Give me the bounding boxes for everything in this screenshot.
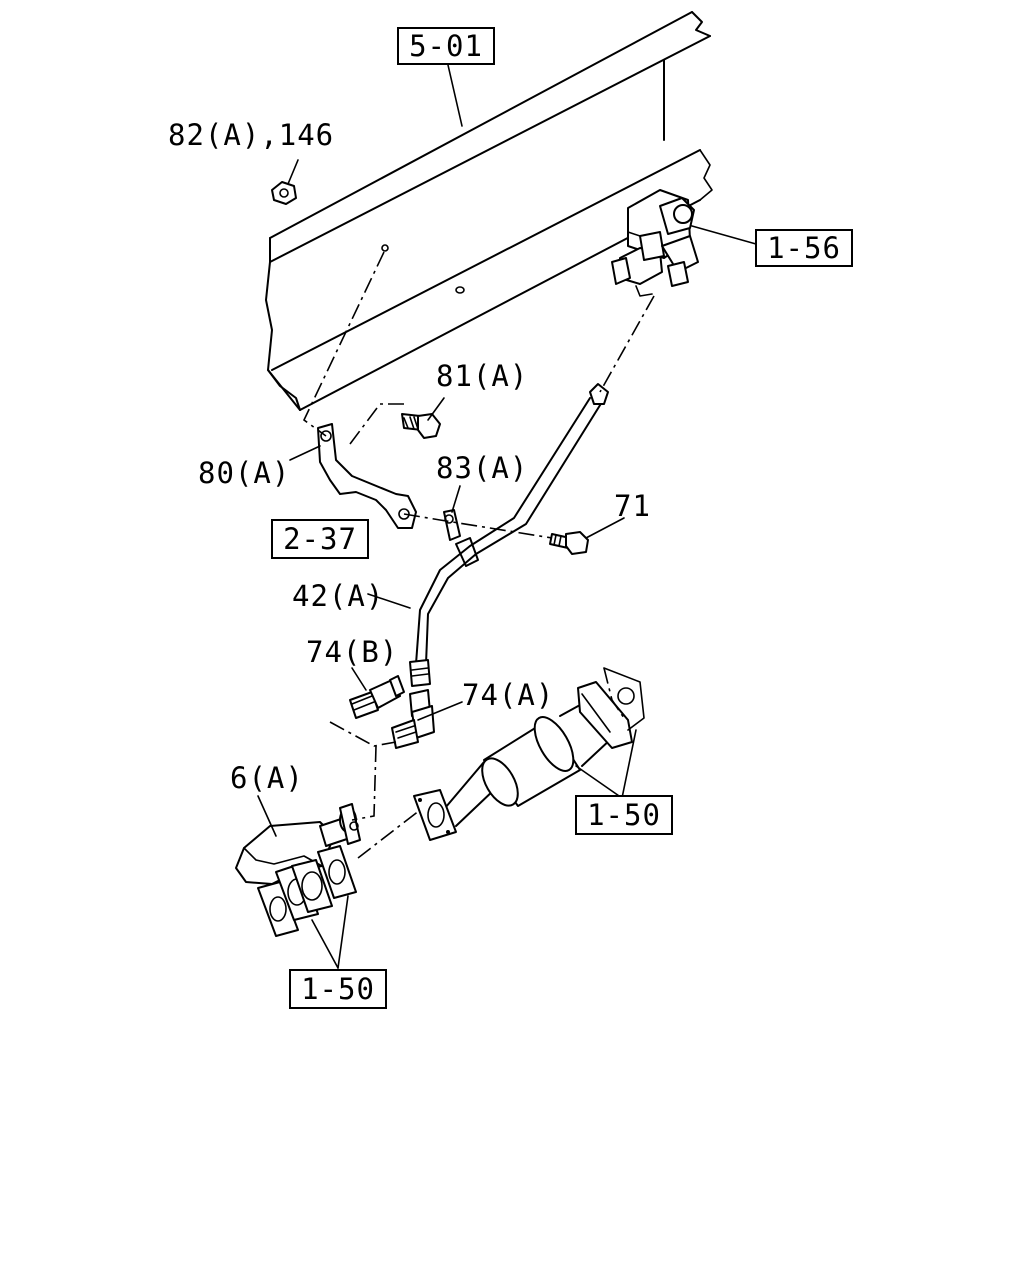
callout-1-50-right-text: 1-50	[587, 798, 661, 832]
leader-lines	[257, 64, 757, 969]
label-part-80: 80(A)	[198, 456, 290, 490]
hose-42	[409, 383, 609, 687]
bolt-81	[401, 413, 441, 439]
label-part-6: 6(A)	[230, 761, 304, 795]
frame-rail	[265, 11, 713, 411]
label-part-42: 42(A)	[292, 579, 384, 613]
callout-2-37[interactable]: 2-37	[271, 519, 369, 559]
callout-1-50-bottom[interactable]: 1-50	[289, 969, 387, 1009]
callout-1-56[interactable]: 1-56	[755, 229, 853, 267]
callout-1-56-text: 1-56	[767, 231, 841, 265]
label-part-82-146: 82(A),146	[168, 118, 334, 152]
connector-74b	[349, 675, 405, 719]
callout-2-37-text: 2-37	[283, 522, 357, 556]
nut-82	[271, 181, 297, 205]
bracket-80	[317, 423, 417, 529]
label-part-74b: 74(B)	[306, 635, 398, 669]
valve-assembly-1-56	[611, 189, 699, 297]
callout-1-50-bottom-text: 1-50	[301, 972, 375, 1006]
label-part-74a: 74(A)	[462, 678, 554, 712]
muffler-pipe	[439, 667, 645, 827]
muffler-front-flange	[413, 789, 457, 841]
label-part-71: 71	[614, 489, 651, 523]
label-part-83: 83(A)	[436, 451, 528, 485]
bolt-71	[549, 531, 589, 555]
label-part-81: 81(A)	[436, 359, 528, 393]
elbow-74a	[391, 689, 435, 749]
callout-5-01[interactable]: 5-01	[397, 27, 495, 65]
manifold-flanges	[257, 845, 357, 937]
callout-5-01-text: 5-01	[409, 29, 483, 63]
callout-1-50-right[interactable]: 1-50	[575, 795, 673, 835]
